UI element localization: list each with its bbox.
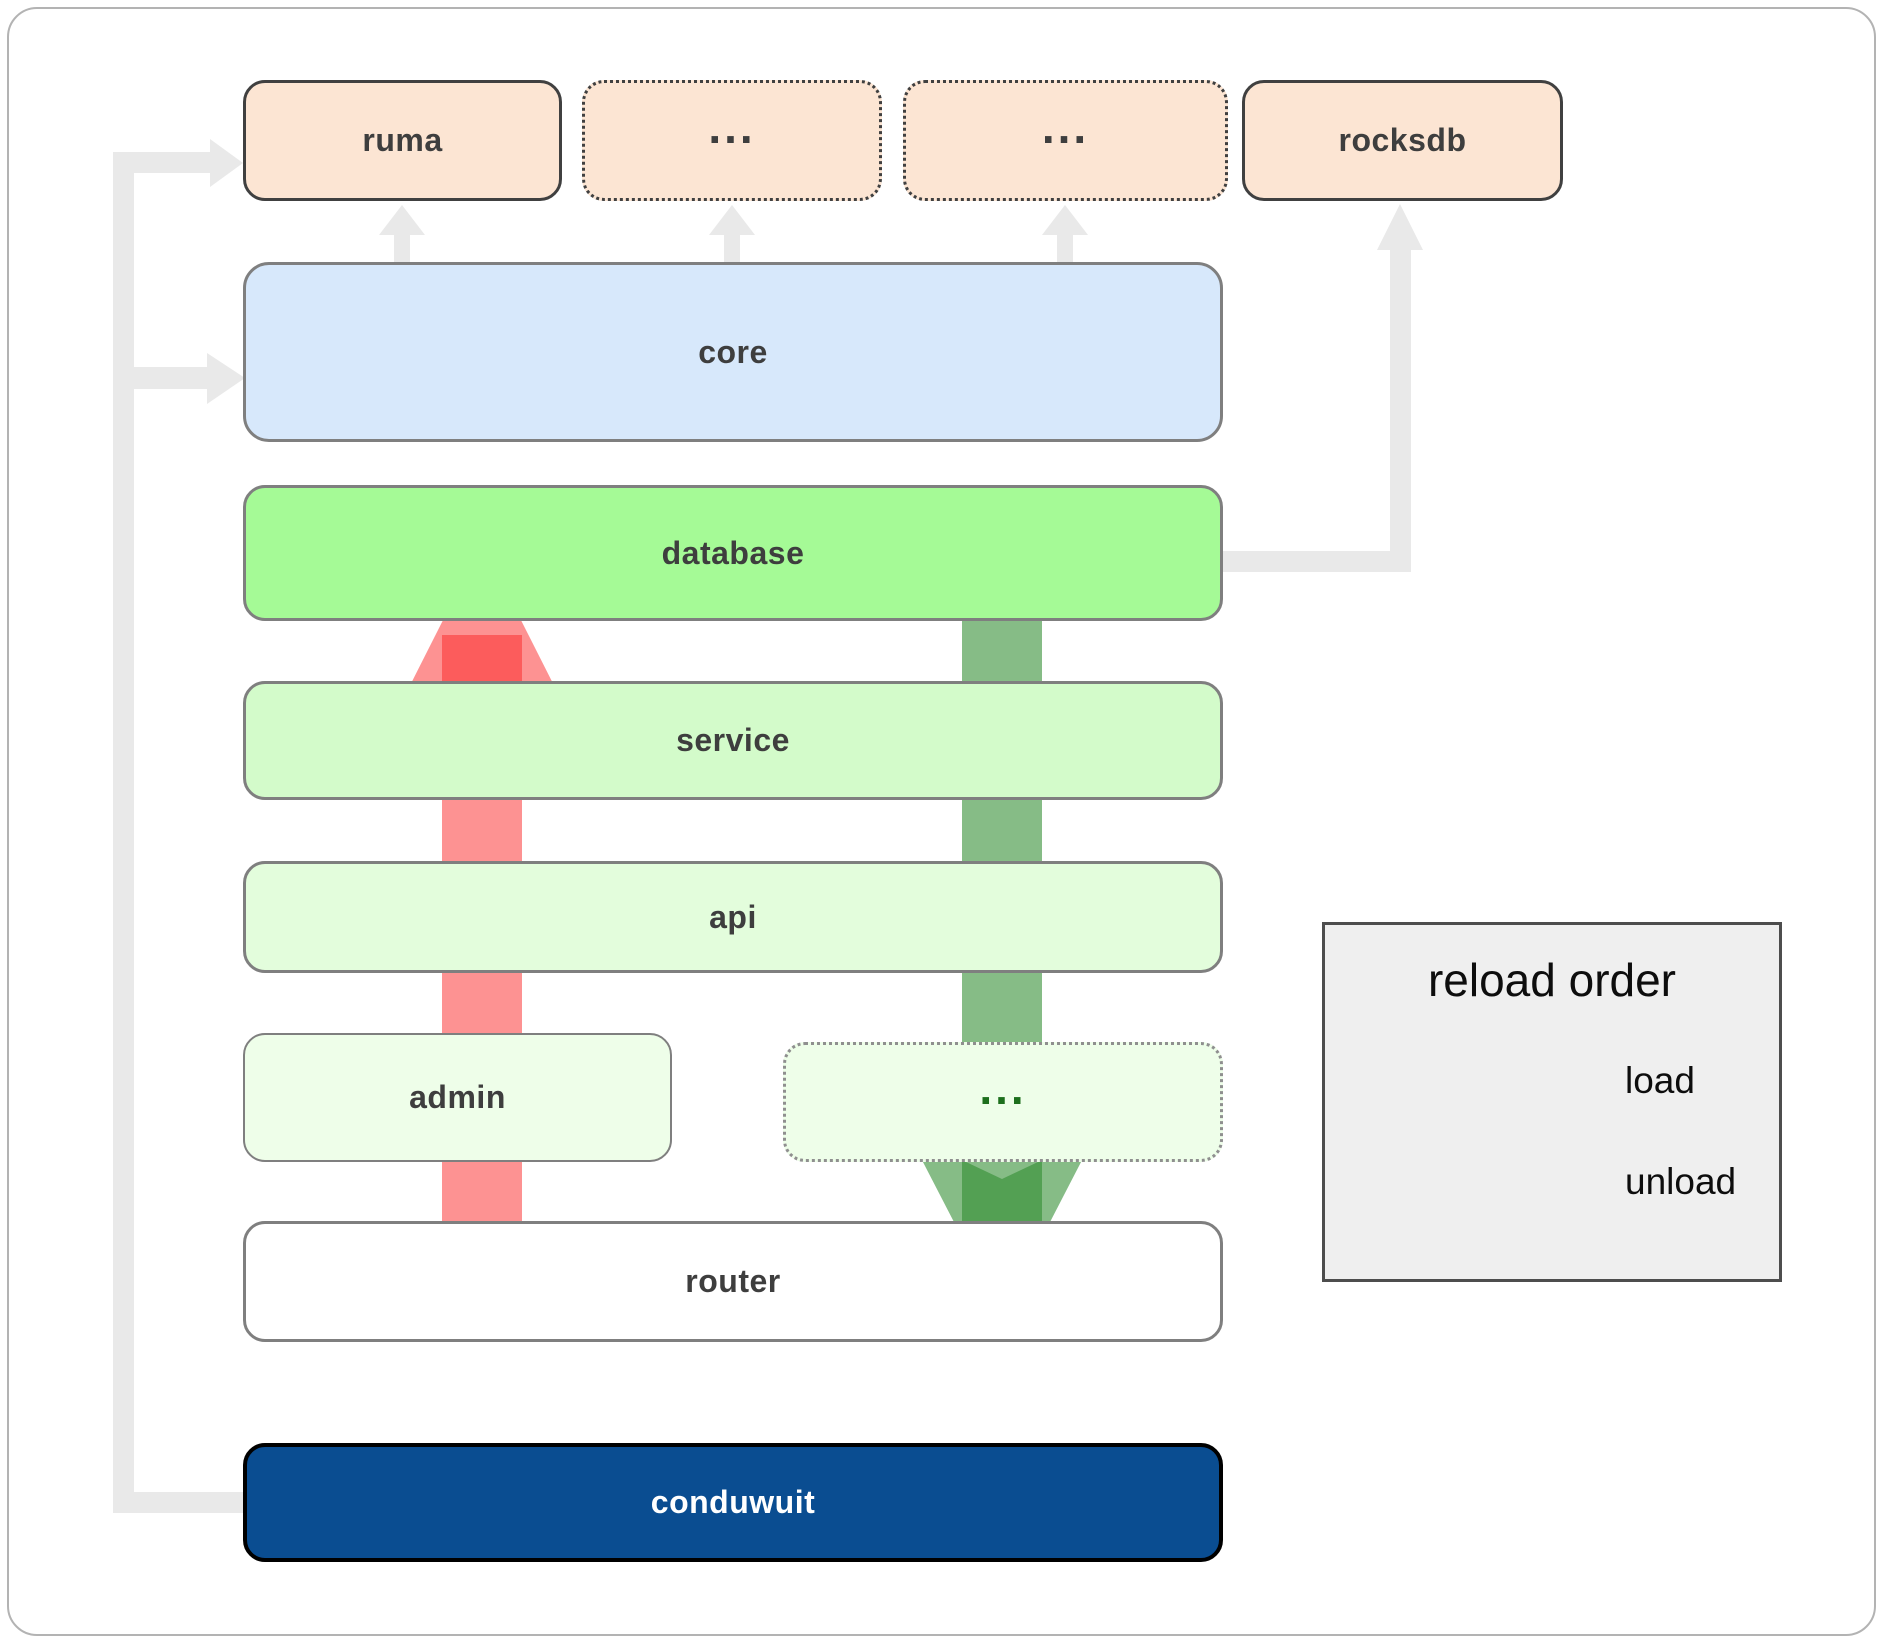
box-ellipsis-3: ...: [783, 1042, 1223, 1162]
connector-core-to-top-row: [379, 205, 1088, 262]
box-ruma-label: ruma: [362, 122, 443, 158]
arrowhead-to-ruma: [210, 139, 243, 187]
box-service-label: service: [676, 722, 790, 758]
box-api: api: [243, 861, 1223, 973]
box-router: router: [243, 1221, 1223, 1342]
box-service: service: [243, 681, 1223, 800]
arrowhead-to-ellipsis2: [1042, 205, 1088, 235]
box-core: core: [243, 262, 1223, 442]
legend-load-label: load: [1625, 1060, 1695, 1101]
arrowhead-to-ruma-small: [379, 205, 425, 235]
box-router-label: router: [685, 1263, 781, 1299]
legend-unload-label: unload: [1625, 1161, 1737, 1202]
connector-database-to-rocksdb: [1223, 204, 1423, 572]
box-admin: admin: [243, 1033, 672, 1162]
box-api-label: api: [709, 898, 757, 935]
outer-frame: [7, 7, 1876, 1636]
arrowhead-to-rocksdb: [1377, 204, 1423, 250]
legend: reload order: [1322, 922, 1782, 1282]
arrowhead-to-ellipsis1: [709, 205, 755, 235]
box-ruma: ruma: [243, 80, 562, 201]
box-ellipsis-2: ...: [903, 80, 1228, 201]
box-ellipsis-1: ...: [582, 80, 882, 201]
box-core-label: core: [698, 333, 768, 370]
legend-title: reload order: [1427, 954, 1677, 1006]
box-rocksdb-label: rocksdb: [1338, 122, 1467, 158]
connector-conduwuit-rail: [113, 139, 245, 1513]
arrowhead-to-core: [207, 353, 245, 404]
box-conduwuit: conduwuit: [243, 1443, 1223, 1562]
box-database: database: [243, 485, 1223, 621]
box-conduwuit-label: conduwuit: [650, 1484, 816, 1520]
box-admin-label: admin: [409, 1079, 506, 1115]
box-rocksdb: rocksdb: [1242, 80, 1563, 201]
box-database-label: database: [661, 534, 805, 571]
